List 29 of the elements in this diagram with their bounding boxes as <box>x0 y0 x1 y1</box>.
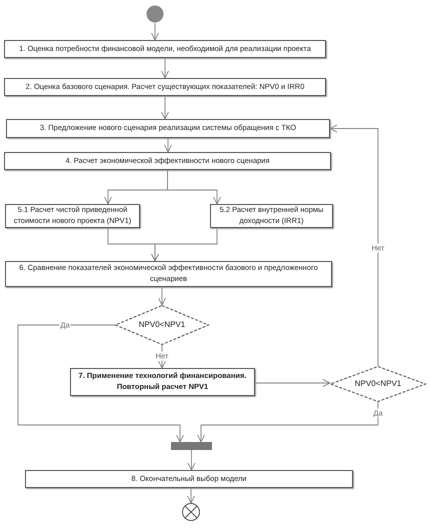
arrow <box>197 402 378 442</box>
process-box <box>70 368 255 396</box>
arrow <box>187 488 195 504</box>
process-box <box>210 204 333 228</box>
process-box <box>5 204 140 228</box>
arrow <box>167 170 221 204</box>
process-box <box>4 40 326 58</box>
sync-bar <box>171 442 212 450</box>
arrow <box>254 379 330 387</box>
node-text: NPV0<NPV1 <box>354 378 402 390</box>
decision-diamond <box>330 366 426 402</box>
arrow <box>164 138 172 152</box>
process-box <box>6 119 330 138</box>
end-circle <box>182 503 200 521</box>
arrow <box>161 96 169 120</box>
start-circle <box>146 5 164 23</box>
node-text: NPV0<NPV1 <box>138 319 186 331</box>
process-box <box>25 470 353 488</box>
process-box <box>4 152 331 170</box>
process-box <box>4 78 326 96</box>
decision-diamond <box>115 305 209 345</box>
arrow <box>158 286 166 306</box>
process-box <box>5 261 332 287</box>
arrow <box>161 58 169 78</box>
arrow <box>18 324 184 442</box>
arrow <box>151 22 159 40</box>
arrow <box>188 450 196 470</box>
arrow <box>330 124 378 366</box>
arrow <box>151 228 218 262</box>
